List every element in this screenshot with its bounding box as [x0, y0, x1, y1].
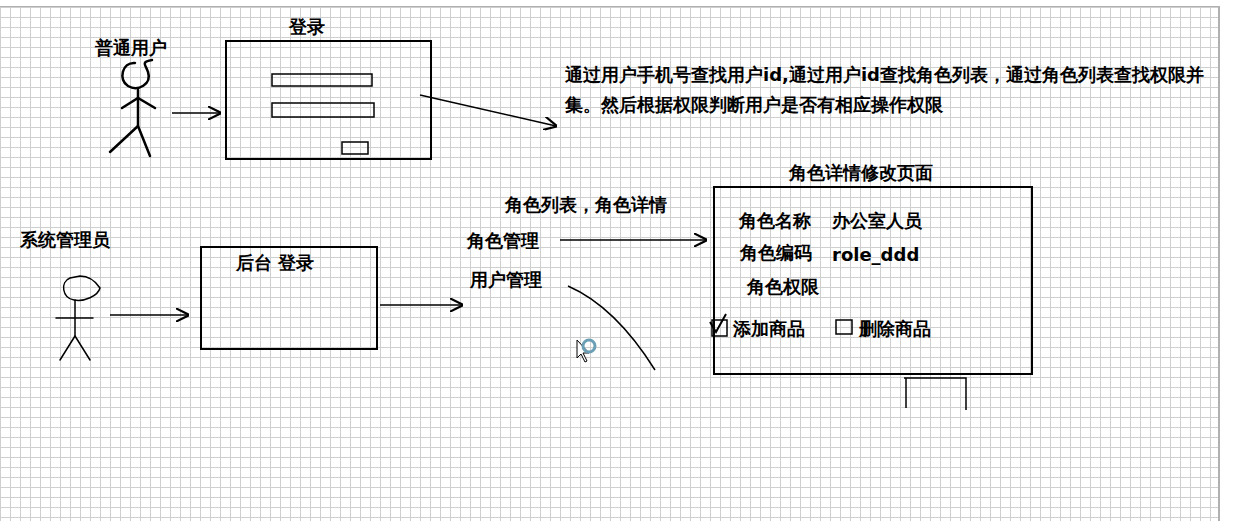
arrows	[110, 95, 706, 370]
text-label: 普通用户	[95, 37, 167, 59]
page-box: 角色详情修改页面角色名称办公室人员角色编码role_ddd角色权限添加商品删除商…	[713, 186, 1033, 375]
box-heading: 角色详情修改页面	[789, 162, 933, 184]
field-text: 角色名称	[739, 210, 811, 232]
note-text: 通过用户手机号查找用户id,通过用户id查找角色列表，通过角色列表查找权限并集。…	[565, 60, 1210, 120]
text-label: 用户管理	[470, 269, 542, 291]
text-label: 角色管理	[467, 230, 539, 252]
cursor	[577, 340, 595, 362]
field-text: role_ddd	[832, 244, 919, 266]
save-button	[904, 378, 966, 410]
text-label: 系统管理员	[20, 229, 110, 251]
field-text: 删除商品	[859, 318, 931, 340]
page-box: 登录	[225, 40, 432, 160]
field-text: 添加商品	[733, 318, 805, 340]
admin-figure	[56, 276, 100, 360]
box-heading: 后台 登录	[236, 252, 314, 274]
field-text: 办公室人员	[832, 210, 922, 232]
field-text: 角色编码	[740, 242, 812, 264]
text-label: 角色列表，角色详情	[505, 194, 667, 216]
box-heading: 登录	[289, 16, 325, 38]
login-inputs	[272, 74, 374, 154]
user-figure	[110, 60, 155, 156]
field-text: 角色权限	[747, 276, 819, 298]
page-box: 后台 登录	[200, 246, 378, 350]
